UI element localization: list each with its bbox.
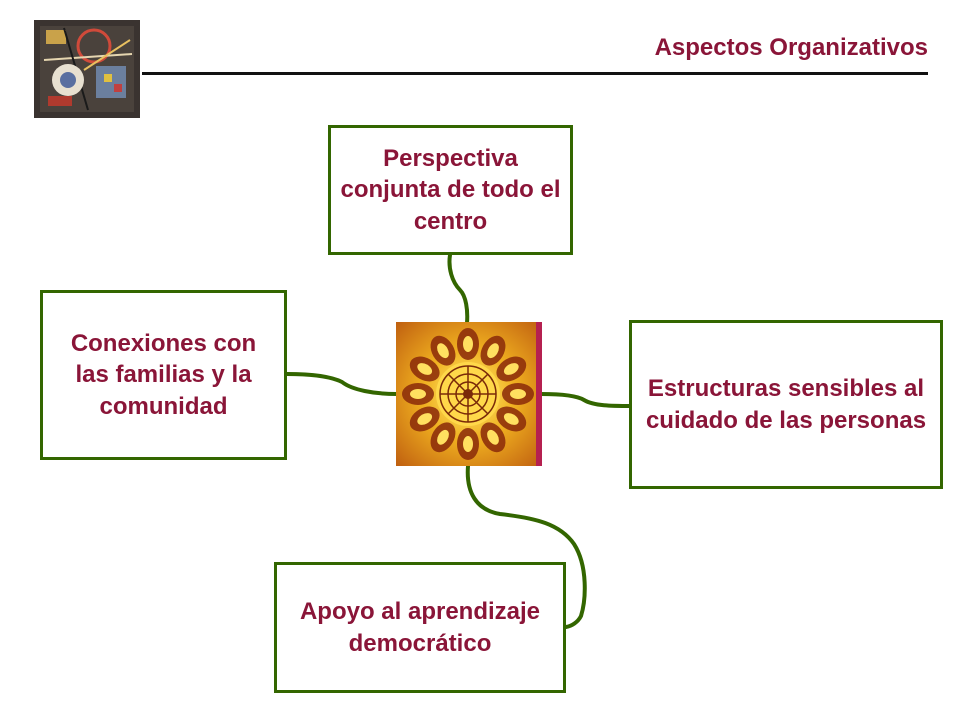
connector-top: [447, 253, 470, 325]
title-underline: [142, 72, 928, 75]
page-title: Aspectos Organizativos: [654, 34, 928, 61]
node-estructuras-cuidado: Estructuras sensibles al cuidado de las …: [629, 320, 943, 489]
node-apoyo-aprendizaje: Apoyo al aprendizaje democrático: [274, 562, 566, 693]
kaleidoscope-mandala-icon: [396, 322, 542, 466]
connector-left: [285, 372, 399, 396]
node-perspectiva-conjunta: Perspectiva conjunta de todo el centro: [328, 125, 573, 255]
connector-bottom: [465, 464, 587, 629]
abstract-painting-logo-icon: [34, 20, 140, 118]
node-conexiones-familias: Conexiones con las familias y la comunid…: [40, 290, 287, 460]
connector-right: [539, 392, 633, 408]
